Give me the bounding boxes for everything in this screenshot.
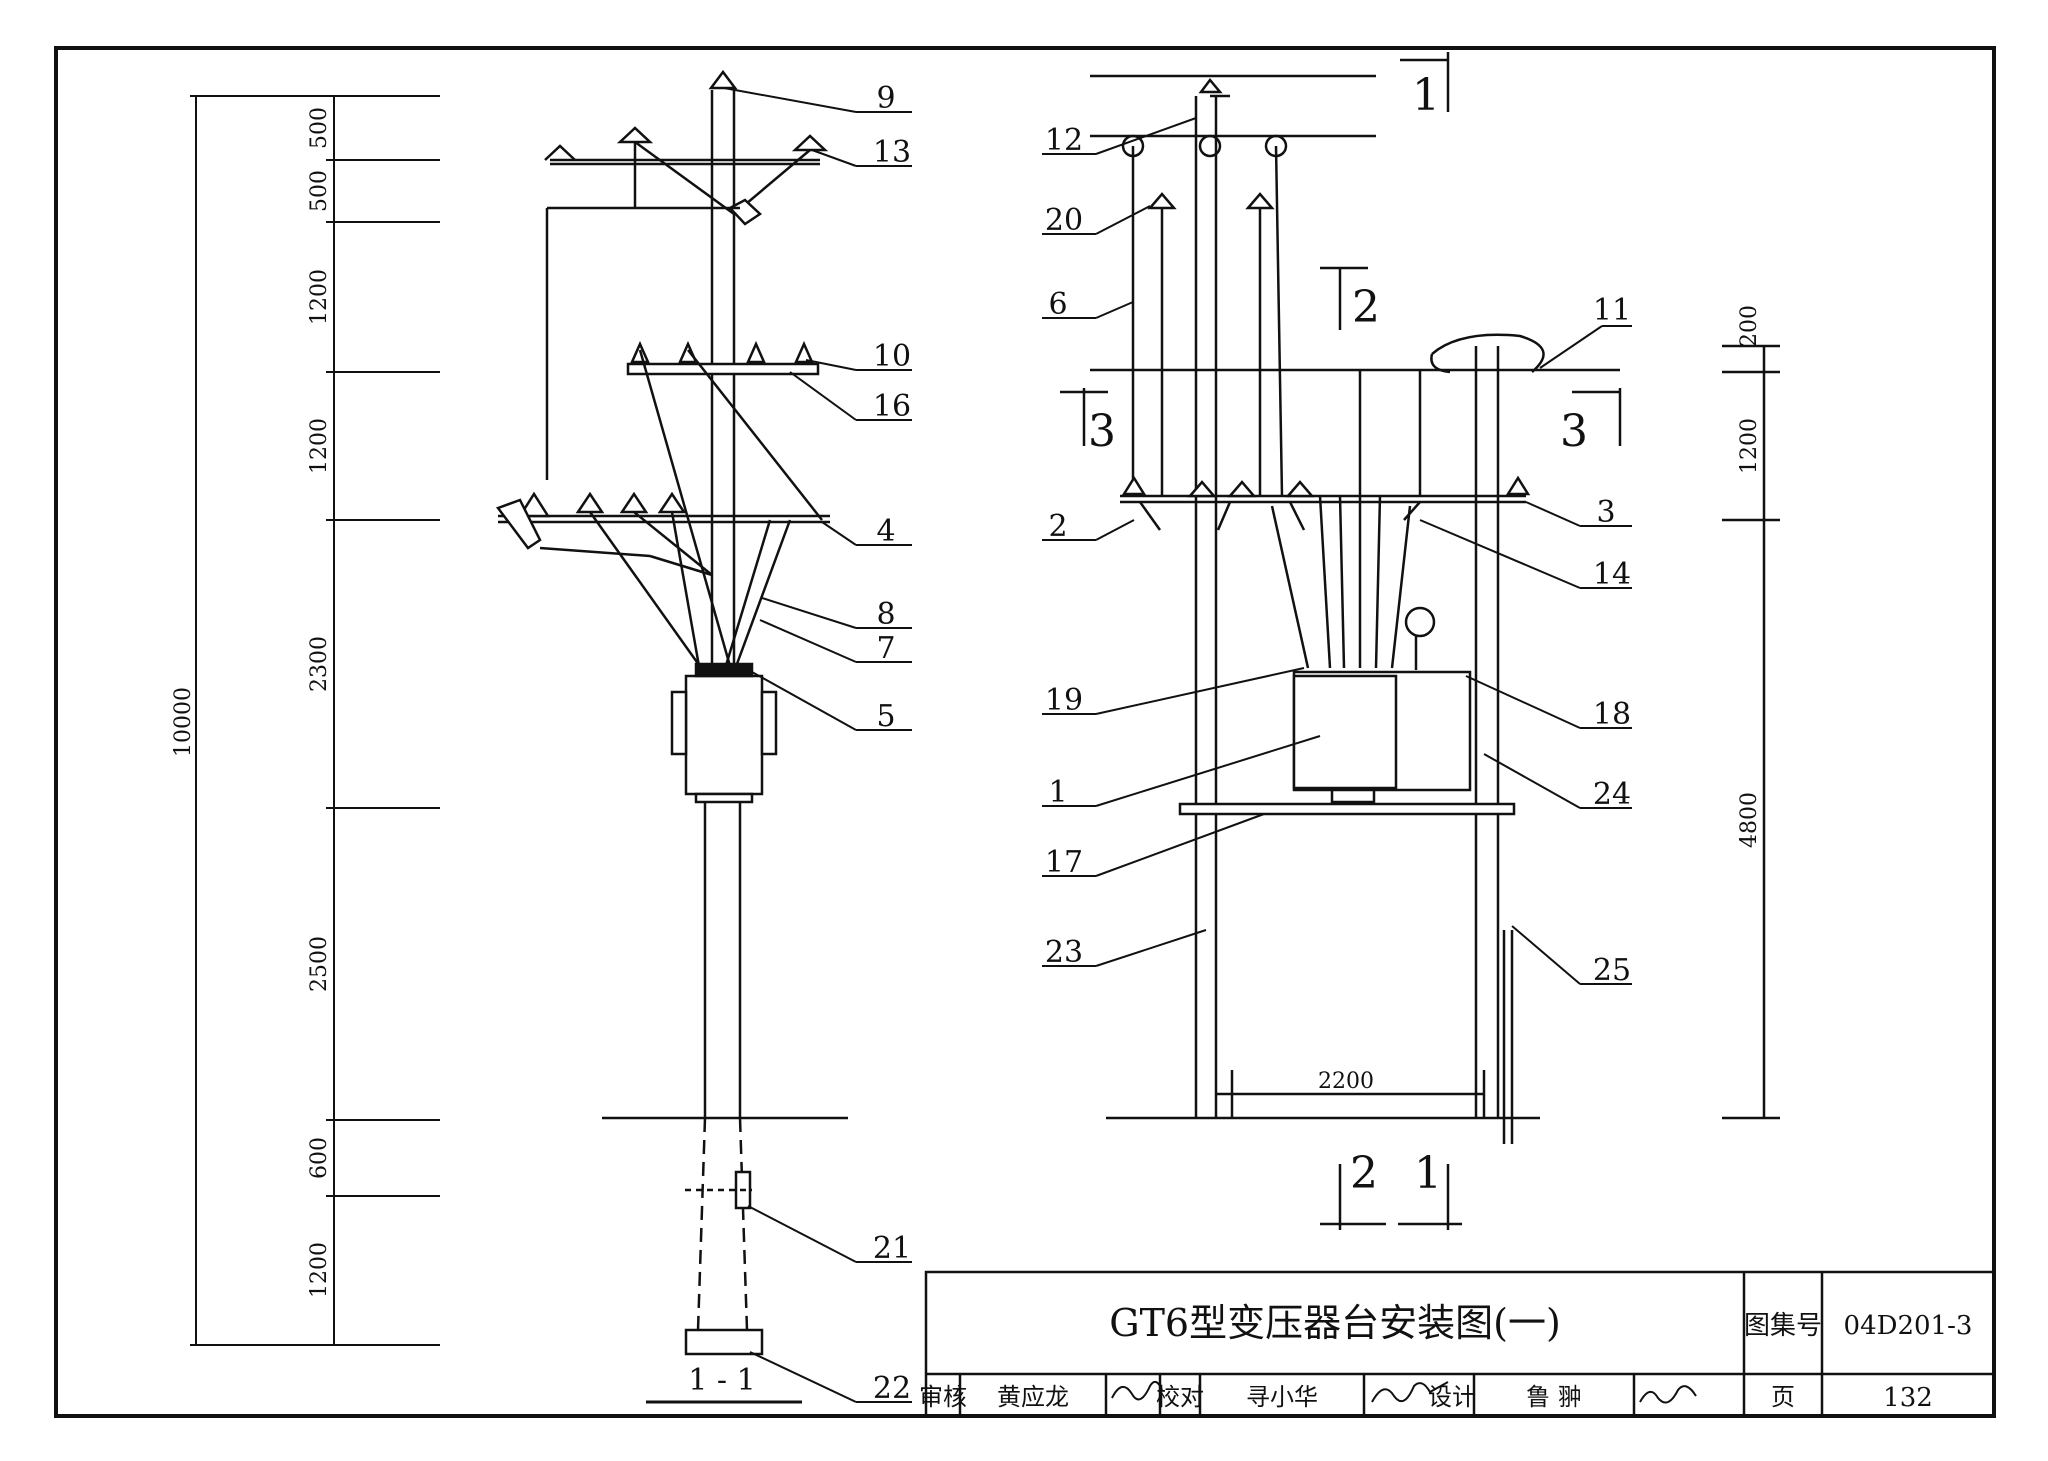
callout-25: 25 [1593, 953, 1631, 988]
callout-16: 16 [873, 389, 911, 424]
dim-label: 200 [1737, 305, 1762, 347]
designer-signature [1639, 1385, 1697, 1404]
dim-span-2200: 2200 [1318, 1069, 1374, 1094]
section-mark-3-right: 3 [1560, 406, 1588, 457]
dim-label: 1200 [1737, 418, 1762, 474]
section-mark-3-left: 3 [1088, 406, 1116, 457]
page-number: 132 [1883, 1383, 1933, 1413]
section-mark-2-top: 2 [1352, 282, 1380, 333]
section-label-1-1: 1 - 1 [688, 1363, 755, 1398]
dim-label: 500 [307, 107, 332, 149]
atlas-no: 04D201-3 [1844, 1311, 1973, 1341]
handwritten-signatures [1111, 1380, 1697, 1404]
section-mark-1-top: 1 [1412, 70, 1440, 121]
right-callout-labels: 12 20 6 2 19 1 17 23 11 3 14 18 24 25 20… [1045, 123, 1762, 1094]
dim-label: 1200 [307, 418, 332, 474]
right-leader-lines [1042, 117, 1632, 985]
callout-14: 14 [1593, 557, 1631, 592]
dim-label: 600 [307, 1137, 332, 1179]
callout-21: 21 [873, 1231, 911, 1266]
title-block: GT6型变压器台安装图(一) 图集号 04D201-3 审核 黄应龙 校对 寻小… [919, 1301, 1972, 1413]
review-label: 审核 [919, 1383, 967, 1411]
callout-8: 8 [876, 597, 895, 632]
left-dimension-chain [190, 95, 440, 1346]
callout-17: 17 [1045, 845, 1083, 880]
callout-4: 4 [876, 514, 895, 549]
dim-label: 500 [307, 170, 332, 212]
section-mark-2-bottom: 2 [1350, 1148, 1378, 1199]
left-callout-labels: 9 13 10 16 4 8 7 5 21 22 1 - 1 [688, 81, 911, 1406]
callout-13: 13 [873, 135, 911, 170]
drawing-frame [54, 46, 1996, 1418]
section-marker-labels: 1 2 3 3 2 1 [1088, 70, 1588, 1199]
callout-7: 7 [876, 631, 895, 666]
callout-24: 24 [1593, 777, 1631, 812]
callout-12: 12 [1045, 123, 1083, 158]
callout-6: 6 [1048, 287, 1067, 322]
checker-signature [1371, 1381, 1449, 1403]
title-block-lines [924, 1270, 1996, 1418]
section-markers [1060, 52, 1622, 1230]
callout-10: 10 [873, 339, 911, 374]
design-label: 设计 [1428, 1383, 1476, 1411]
section-mark-1-bottom: 1 [1414, 1148, 1442, 1199]
dim-total-height: 10000 [171, 687, 196, 757]
callout-3: 3 [1596, 495, 1615, 530]
callout-11: 11 [1593, 293, 1631, 328]
left-leader-lines [723, 87, 912, 1403]
left-dimension-labels: 10000 500 500 1200 1200 2300 2500 600 12… [171, 107, 332, 1298]
callout-22: 22 [873, 1371, 911, 1406]
page-label: 页 [1771, 1383, 1795, 1411]
reviewer-signature [1111, 1380, 1163, 1401]
callout-2: 2 [1048, 509, 1067, 544]
dim-label: 2300 [307, 636, 332, 692]
callout-5: 5 [876, 699, 895, 734]
atlas-no-label: 图集号 [1744, 1311, 1822, 1341]
reviewer-name: 黄应龙 [997, 1383, 1069, 1411]
dim-label: 1200 [307, 269, 332, 325]
left-pole-structure [495, 69, 848, 1404]
dim-label: 1200 [307, 1242, 332, 1298]
callout-20: 20 [1045, 203, 1083, 238]
drawing-title: GT6型变压器台安装图(一) [1109, 1301, 1561, 1345]
callout-9: 9 [876, 81, 895, 116]
callout-1: 1 [1048, 775, 1067, 810]
callout-23: 23 [1045, 935, 1083, 970]
designer-name: 鲁 翀 [1526, 1383, 1582, 1411]
dim-label: 4800 [1737, 792, 1762, 848]
dim-label: 2500 [307, 936, 332, 992]
callout-19: 19 [1045, 683, 1083, 718]
right-structure [1090, 74, 1780, 1144]
callout-18: 18 [1593, 697, 1631, 732]
check-label: 校对 [1156, 1383, 1204, 1411]
checker-name: 寻小华 [1246, 1383, 1318, 1411]
